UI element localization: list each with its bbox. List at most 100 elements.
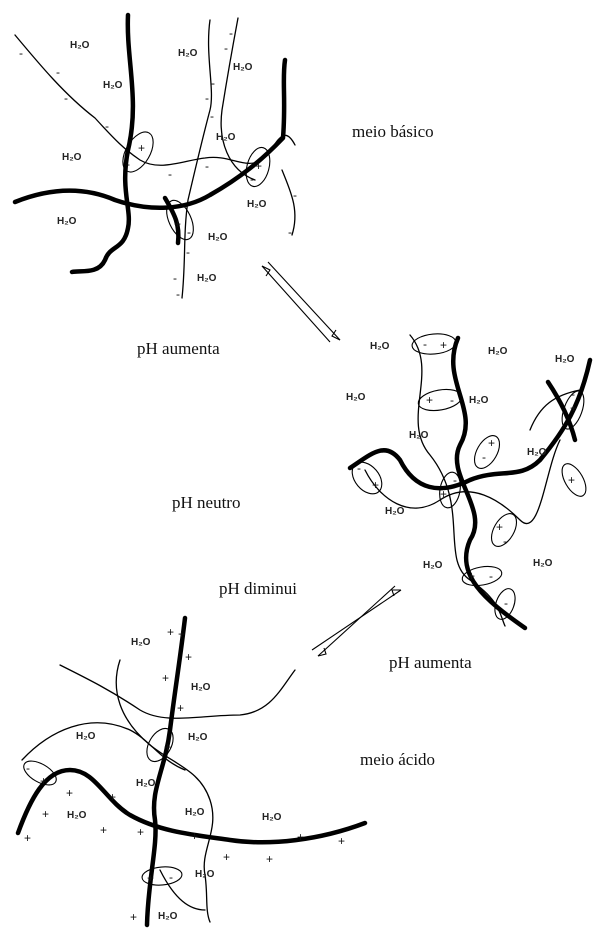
positive-charge: +: [40, 774, 47, 788]
water-molecule: H₂O: [178, 48, 198, 59]
negative-charge: -: [453, 473, 457, 487]
equilibrium-arrows-top: [262, 262, 340, 342]
negative-charge: -: [64, 91, 68, 105]
positive-charge: +: [570, 401, 577, 415]
positive-charge: +: [496, 520, 503, 534]
negative-charge: -: [288, 225, 292, 239]
negative-charge: -: [186, 245, 190, 259]
water-molecule: H₂O: [70, 40, 90, 51]
negative-charge: -: [504, 596, 508, 610]
positive-charge: +: [24, 831, 31, 845]
positive-charge: +: [191, 829, 198, 843]
positive-charge: +: [297, 830, 304, 844]
water-molecule: H₂O: [208, 232, 228, 243]
water-molecule: H₂O: [158, 911, 178, 922]
water-molecule: H₂O: [67, 810, 87, 821]
water-molecule: H₂O: [216, 132, 236, 143]
water-molecule: H₂O: [233, 62, 253, 73]
negative-charge: -: [423, 337, 427, 351]
positive-charge: +: [255, 159, 262, 173]
label-ph-aumenta-bottom: pH aumenta: [389, 653, 472, 672]
water-molecule: H₂O: [131, 637, 151, 648]
water-molecule: H₂O: [488, 346, 508, 357]
negative-charge: -: [482, 450, 486, 464]
neutral-water: H₂O H₂O H₂O H₂O H₂O H₂O H₂O H₂O H₂O H₂O: [346, 341, 575, 571]
positive-charge: +: [42, 807, 49, 821]
water-molecule: H₂O: [527, 447, 547, 458]
acid-medium-water: H₂O H₂O H₂O H₂O H₂O H₂O H₂O H₂O H₂O H₂O: [67, 637, 282, 922]
water-molecule: H₂O: [370, 341, 390, 352]
water-molecule: H₂O: [76, 731, 96, 742]
label-ph-diminui: pH diminui: [219, 579, 297, 598]
negative-charge: -: [357, 461, 361, 475]
label-meio-acido: meio ácido: [360, 750, 435, 769]
negative-charge: -: [19, 46, 23, 60]
negative-charge: -: [224, 41, 228, 55]
negative-charge: -: [176, 287, 180, 301]
water-molecule: H₂O: [136, 778, 156, 789]
negative-charge: -: [205, 91, 209, 105]
water-molecule: H₂O: [191, 682, 211, 693]
positive-charge: +: [174, 217, 181, 231]
water-molecule: H₂O: [103, 80, 123, 91]
negative-charge: -: [503, 534, 507, 548]
water-molecule: H₂O: [469, 395, 489, 406]
basic-medium-network: [15, 15, 295, 298]
positive-charge: +: [100, 823, 107, 837]
positive-charge: +: [178, 627, 185, 641]
positive-charge: +: [167, 625, 174, 639]
negative-charge: -: [571, 387, 575, 401]
positive-charge: +: [440, 487, 447, 501]
positive-charge: +: [338, 834, 345, 848]
positive-charge: +: [488, 436, 495, 450]
negative-charge: -: [229, 26, 233, 40]
equilibrium-arrows-bottom: [312, 586, 401, 656]
negative-charge: -: [250, 172, 254, 186]
water-molecule: H₂O: [185, 807, 205, 818]
negative-charge: -: [210, 109, 214, 123]
water-molecule: H₂O: [346, 392, 366, 403]
water-molecule: H₂O: [533, 558, 553, 569]
label-meio-basico: meio básico: [352, 122, 434, 141]
negative-charge: -: [56, 65, 60, 79]
positive-charge: +: [440, 338, 447, 352]
positive-charge: +: [185, 650, 192, 664]
positive-charge: +: [468, 569, 475, 583]
negative-charge: -: [173, 271, 177, 285]
basic-medium-water: H₂O H₂O H₂O H₂O H₂O H₂O H₂O H₂O H₂O H₂O: [57, 40, 267, 284]
water-molecule: H₂O: [57, 216, 77, 227]
positive-charge: +: [426, 393, 433, 407]
water-molecule: H₂O: [62, 152, 82, 163]
negative-charge: -: [211, 76, 215, 90]
label-ph-neutro: pH neutro: [172, 493, 240, 512]
positive-charge: +: [568, 473, 575, 487]
positive-charge: +: [66, 786, 73, 800]
water-molecule: H₂O: [197, 273, 217, 284]
positive-charge: +: [372, 478, 379, 492]
positive-charge: -: [26, 761, 30, 775]
water-molecule: H₂O: [247, 199, 267, 210]
negative-charge: -: [126, 157, 130, 171]
water-molecule: H₂O: [385, 506, 405, 517]
water-molecule: H₂O: [555, 354, 575, 365]
positive-charge: +: [147, 871, 154, 885]
negative-charge: -: [187, 225, 191, 239]
positive-charge: +: [138, 141, 145, 155]
label-ph-aumenta-top: pH aumenta: [137, 339, 220, 358]
negative-charge: -: [168, 167, 172, 181]
water-molecule: H₂O: [188, 732, 208, 743]
acid-medium-network: [18, 618, 365, 925]
basic-medium-charges: - - - - - - - - - - - - - - - - + - + - …: [19, 26, 297, 301]
positive-charge: +: [162, 671, 169, 685]
negative-charge: -: [205, 159, 209, 173]
positive-charge: +: [164, 740, 171, 754]
positive-charge: +: [177, 701, 184, 715]
negative-charge: -: [293, 188, 297, 202]
positive-charge: +: [223, 850, 230, 864]
acid-medium-charges: + + + + + + + - + + + + + + + + + + + + …: [24, 625, 345, 924]
water-molecule: H₂O: [423, 560, 443, 571]
water-molecule: H₂O: [195, 869, 215, 880]
neutral-network: [346, 332, 591, 628]
positive-charge: +: [130, 910, 137, 924]
